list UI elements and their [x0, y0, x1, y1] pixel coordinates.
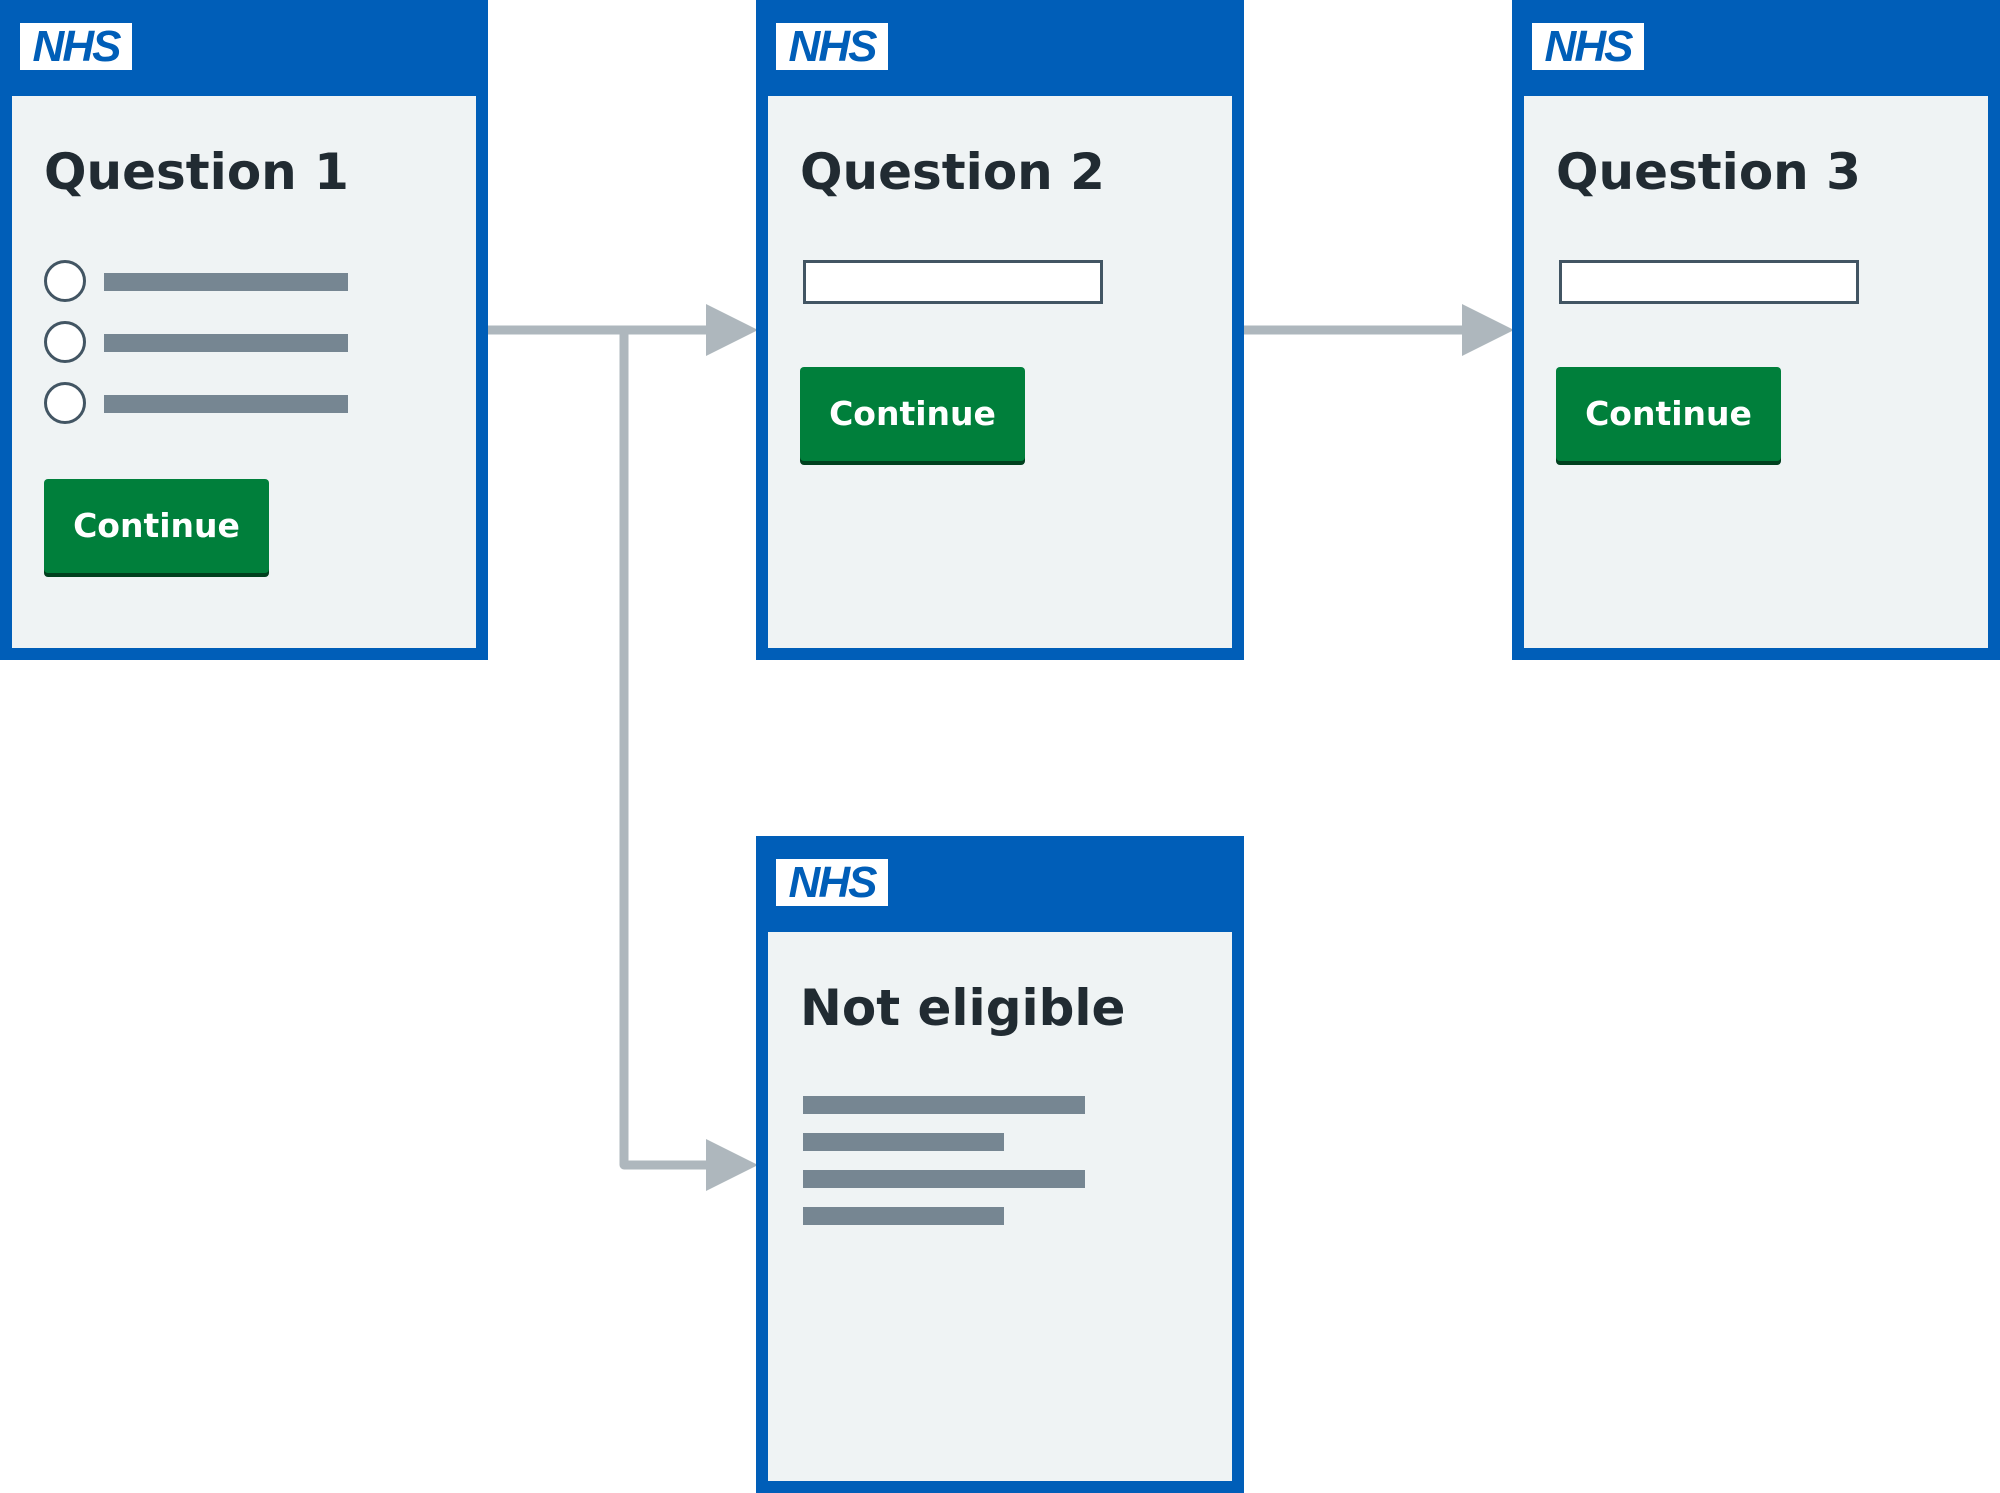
- continue-button[interactable]: Continue: [1556, 367, 1781, 461]
- arrowhead-q3: [1462, 304, 1514, 356]
- radio-option[interactable]: [44, 382, 364, 426]
- radio-label-placeholder: [104, 334, 348, 352]
- arrowhead-q2: [706, 304, 758, 356]
- page-title: Question 1: [44, 143, 349, 201]
- nhs-header: NHS: [756, 836, 1244, 932]
- question-2-page: NHS Question 2 Continue: [756, 0, 1244, 660]
- nhs-logo[interactable]: NHS: [1532, 23, 1644, 70]
- connector-q1-to-not-eligible: [619, 330, 710, 1170]
- continue-button[interactable]: Continue: [44, 479, 269, 573]
- not-eligible-page: NHS Not eligible: [756, 836, 1244, 1493]
- radio-button[interactable]: [44, 260, 86, 302]
- radio-option[interactable]: [44, 260, 364, 304]
- continue-button[interactable]: Continue: [800, 367, 1025, 461]
- radio-label-placeholder: [104, 395, 348, 413]
- nhs-header: NHS: [756, 0, 1244, 96]
- radio-button[interactable]: [44, 382, 86, 424]
- arrowhead-not-eligible: [706, 1139, 758, 1191]
- body-text-placeholder: [803, 1207, 1004, 1225]
- question-3-page: NHS Question 3 Continue: [1512, 0, 2000, 660]
- page-title: Question 2: [800, 143, 1105, 201]
- text-input[interactable]: [803, 260, 1103, 304]
- nhs-logo[interactable]: NHS: [776, 859, 888, 906]
- page-title: Not eligible: [800, 979, 1126, 1037]
- body-text-placeholder: [803, 1096, 1085, 1114]
- body-text-placeholder: [803, 1133, 1004, 1151]
- question-1-page: NHS Question 1 Continue: [0, 0, 488, 660]
- nhs-logo[interactable]: NHS: [776, 23, 888, 70]
- page-title: Question 3: [1556, 143, 1861, 201]
- nhs-header: NHS: [1512, 0, 2000, 96]
- radio-option[interactable]: [44, 321, 364, 365]
- radio-button[interactable]: [44, 321, 86, 363]
- nhs-logo[interactable]: NHS: [20, 23, 132, 70]
- body-text-placeholder: [803, 1170, 1085, 1188]
- radio-label-placeholder: [104, 273, 348, 291]
- text-input[interactable]: [1559, 260, 1859, 304]
- nhs-header: NHS: [0, 0, 488, 96]
